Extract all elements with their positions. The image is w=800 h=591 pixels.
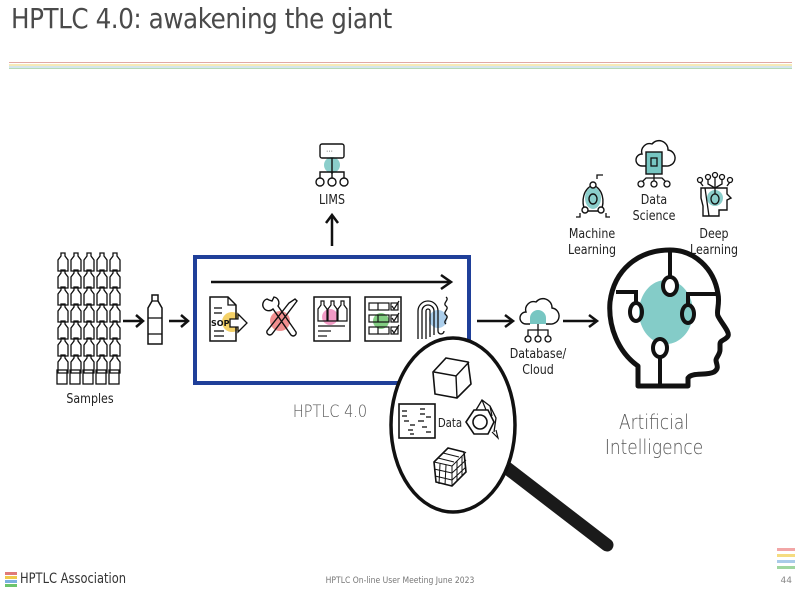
tools-icon	[262, 296, 298, 337]
title-rule-red	[9, 62, 792, 63]
data-science-label-line2: Science	[632, 209, 676, 224]
lims-label: LIMS	[319, 193, 345, 208]
data-cube-grid-icon	[433, 447, 467, 487]
samples-icon	[56, 252, 121, 385]
machine-learning-icon	[576, 174, 610, 218]
sample-bottle	[57, 320, 69, 340]
ai-label-line2: Intelligence	[604, 435, 704, 459]
data-label: Data	[437, 416, 463, 430]
sample-bottle	[57, 303, 69, 323]
sample-bottle	[109, 337, 121, 357]
checklist-icon	[364, 296, 402, 342]
sample-bottle	[109, 269, 121, 289]
sample-bottle	[83, 286, 95, 306]
sample-bottle-base	[108, 369, 120, 385]
sample-bottle	[83, 320, 95, 340]
sample-bottle-base	[56, 369, 68, 385]
ai-label-line1: Artificial	[619, 410, 689, 434]
sample-bottle	[83, 354, 95, 374]
lims-icon: ···	[315, 143, 349, 187]
sample-bottle	[96, 354, 108, 374]
sample-bottle	[109, 286, 121, 306]
sample-bottle	[57, 337, 69, 357]
sample-bottle	[57, 269, 69, 289]
svg-text:···: ···	[326, 148, 333, 155]
slide-title: HPTLC 4.0: awakening the giant	[11, 2, 392, 35]
sample-bottle	[70, 337, 82, 357]
sample-bottle	[57, 252, 69, 272]
sample-bottle	[109, 252, 121, 272]
sample-bottle	[96, 303, 108, 323]
sample-bottle	[96, 320, 108, 340]
machine-learning-label-line1: Machine	[568, 227, 616, 242]
deep-learning-label-line1: Deep	[699, 227, 729, 242]
samples-label: Samples	[66, 392, 114, 407]
magnifying-glass-icon	[389, 336, 614, 552]
sample-bottle	[83, 303, 95, 323]
sample-bottle	[83, 337, 95, 357]
corner-logo-icon	[777, 548, 795, 572]
sample-bottle	[83, 252, 95, 272]
sample-bottle	[70, 269, 82, 289]
page-number: 44	[780, 576, 792, 586]
sample-bottles-sheet-icon	[313, 296, 351, 342]
hexagon-ring-icon	[465, 399, 500, 440]
sample-bottle	[57, 286, 69, 306]
sample-bottle	[96, 337, 108, 357]
sample-bottle	[57, 354, 69, 374]
up-arrow-icon	[325, 212, 339, 246]
sample-bottle	[70, 303, 82, 323]
chromatogram-plate-icon	[398, 403, 436, 439]
sample-bottle-base	[95, 369, 107, 385]
sample-bottle	[109, 303, 121, 323]
footer-logo-icon	[5, 572, 17, 587]
ai-head-icon	[607, 247, 731, 389]
footer-organization: HPTLC Association	[20, 571, 126, 587]
arrow-icon	[123, 314, 145, 328]
bottle-icon	[147, 294, 163, 345]
sample-bottle	[109, 320, 121, 340]
deep-learning-icon	[696, 171, 734, 217]
sop-document-icon: SOP	[209, 296, 248, 342]
hptlc-workflow-frame	[193, 255, 471, 385]
hptlc-label: HPTLC 4.0	[292, 402, 368, 422]
deep-learning-label-line2: Learning	[690, 243, 738, 258]
title-rule-green	[9, 68, 792, 69]
cloud-label: Cloud	[522, 363, 554, 378]
machine-learning-label-line2: Learning	[568, 243, 616, 258]
sample-bottle	[109, 354, 121, 374]
sample-bottle	[96, 286, 108, 306]
arrow-icon	[477, 314, 516, 328]
sample-bottle-base	[69, 369, 81, 385]
data-science-icon	[635, 140, 676, 188]
sample-bottle	[70, 320, 82, 340]
database-cloud-icon	[519, 298, 560, 343]
cube-icon	[432, 357, 472, 399]
svg-text:SOP: SOP	[211, 319, 230, 328]
sample-bottle	[83, 269, 95, 289]
sample-bottle-base	[82, 369, 94, 385]
sample-bottle	[96, 252, 108, 272]
title-rule-blue	[9, 66, 792, 68]
sample-bottle	[70, 252, 82, 272]
data-science-label-line1: Data	[640, 193, 668, 208]
fingerprint-icon	[417, 296, 448, 339]
footer-event: HPTLC On-line User Meeting June 2023	[325, 576, 475, 586]
sample-bottle	[96, 269, 108, 289]
sample-bottle	[70, 286, 82, 306]
database-label: Database/	[509, 347, 567, 362]
sample-bottle	[70, 354, 82, 374]
title-rule-yellow	[9, 64, 792, 66]
arrow-icon	[563, 314, 600, 328]
arrow-icon	[169, 314, 190, 328]
